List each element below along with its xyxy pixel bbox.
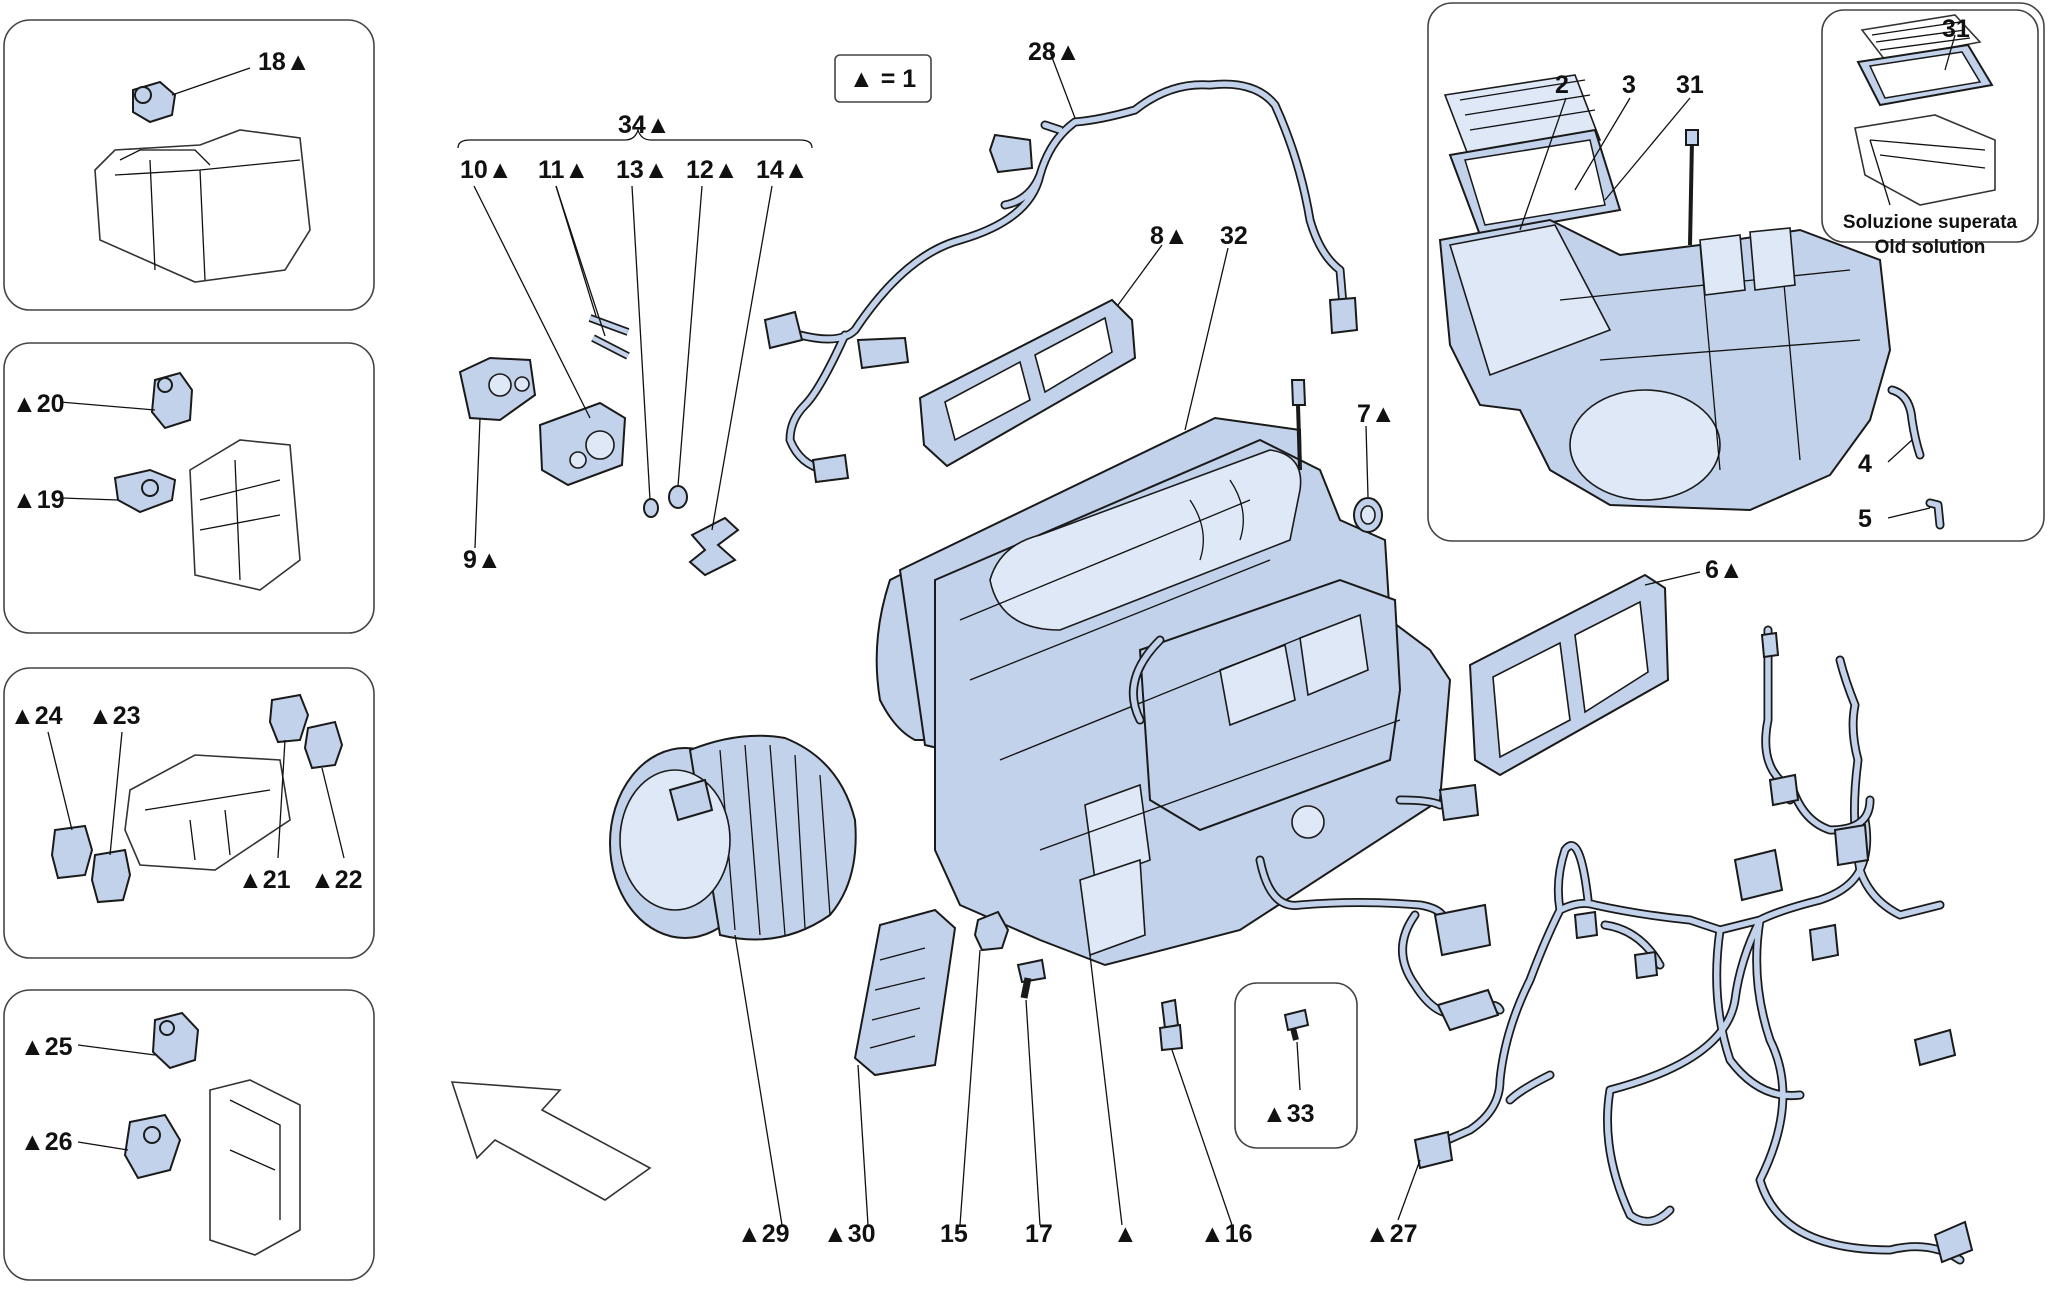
callout-20: ▲20 <box>12 390 65 418</box>
inset-old-solution: 31 Soluzione superata <box>1821 9 2039 243</box>
callout-26: ▲26 <box>20 1128 73 1156</box>
callout-10: 10▲ <box>460 156 513 184</box>
actuator-24 <box>50 824 94 880</box>
actuator-26 <box>123 1113 182 1180</box>
callout-29: ▲29 <box>737 1220 790 1248</box>
detail-panel-actuator-18: 18▲ <box>3 19 375 311</box>
detail-panel-actuators-21-24: ▲24 ▲23 ▲21 ▲22 <box>3 667 375 959</box>
harness-28: 28▲ <box>763 38 1359 484</box>
callout-2: 2 <box>1555 71 1569 99</box>
callout-16: ▲16 <box>1200 1220 1253 1248</box>
callout-33: ▲33 <box>1262 1100 1315 1128</box>
screws-11 <box>588 314 630 360</box>
hvac-unit-32: 32 <box>875 222 1492 967</box>
detail-panel-actuators-25-26: ▲25 ▲26 <box>3 989 375 1281</box>
actuator-21 <box>268 693 310 744</box>
callout-21: ▲21 <box>238 866 291 894</box>
actuator-25 <box>151 1011 200 1070</box>
callout-34: 34▲ <box>618 111 671 139</box>
callout-12: 12▲ <box>686 156 739 184</box>
callout-15: 15 <box>940 1220 968 1248</box>
callout-18: 18▲ <box>258 48 311 76</box>
actuator-18 <box>132 80 177 124</box>
callout-19: ▲19 <box>12 486 65 514</box>
callout-17: 17 <box>1025 1220 1053 1248</box>
unit-harness <box>1398 910 1505 1032</box>
o-ring-12 <box>668 485 688 509</box>
actuator-23 <box>90 848 132 904</box>
resistor-30: ▲30 <box>823 908 957 1248</box>
gasket-14 <box>688 516 740 577</box>
sensor-16: ▲16 <box>1158 998 1253 1248</box>
callout-4: 4 <box>1858 450 1872 478</box>
callout-14: 14▲ <box>756 156 809 184</box>
expansion-valve-10 <box>538 401 627 487</box>
callout-7: 7▲ <box>1357 400 1396 428</box>
grommet-7: 7▲ <box>1353 400 1396 533</box>
callout-32: 32 <box>1220 222 1248 250</box>
old-solution-label-en: Old solution <box>1875 237 1986 258</box>
callout-13: 13▲ <box>616 156 669 184</box>
direction-arrow <box>450 1081 652 1201</box>
callout-3: 3 <box>1622 71 1636 99</box>
callout-30: ▲30 <box>823 1220 876 1248</box>
callout-unit: ▲ <box>1113 1220 1138 1248</box>
callout-25: ▲25 <box>20 1033 73 1061</box>
callout-28: 28▲ <box>1028 38 1081 66</box>
actuator-20 <box>150 371 194 430</box>
valve-bracket-9 <box>458 356 537 422</box>
callout-24: ▲24 <box>10 702 63 730</box>
callout-11: 11▲ <box>538 156 589 184</box>
o-ring-13 <box>643 498 659 518</box>
blower-fan-29: ▲29 <box>609 734 857 1248</box>
inset-complete-unit: 2 3 31 4 5 31 Soluzione superata Old sol… <box>1427 2 2045 542</box>
valve-group: 34▲ 10▲ 11▲ 13▲ 12▲ 14▲ <box>457 111 813 577</box>
plug-15: 15 <box>940 910 1010 1248</box>
callout-31a: 31 <box>1676 71 1704 99</box>
legend-box: ▲ = 1 <box>834 54 932 103</box>
callout-9: 9▲ <box>463 546 502 574</box>
callout-5: 5 <box>1858 505 1872 533</box>
gasket-frame-8: 8▲ <box>918 222 1189 468</box>
detail-box-33: ▲33 <box>1234 982 1358 1149</box>
old-solution-label-it: Soluzione superata <box>1843 212 2018 233</box>
gasket-frame-6: 6▲ <box>1468 556 1744 777</box>
callout-8: 8▲ <box>1150 222 1189 250</box>
actuator-19 <box>113 468 177 514</box>
actuator-22 <box>303 720 344 770</box>
legend-text: ▲ = 1 <box>849 65 916 93</box>
callout-6: 6▲ <box>1705 556 1744 584</box>
callout-31b: 31 <box>1942 15 1970 43</box>
callout-27: ▲27 <box>1365 1220 1418 1248</box>
callout-22: ▲22 <box>310 866 363 894</box>
callout-23: ▲23 <box>88 702 141 730</box>
screw-17: 17 <box>1016 958 1053 1248</box>
harness-27: ▲27 <box>1365 625 1974 1265</box>
detail-panel-actuators-19-20: ▲20 ▲19 <box>3 342 375 634</box>
